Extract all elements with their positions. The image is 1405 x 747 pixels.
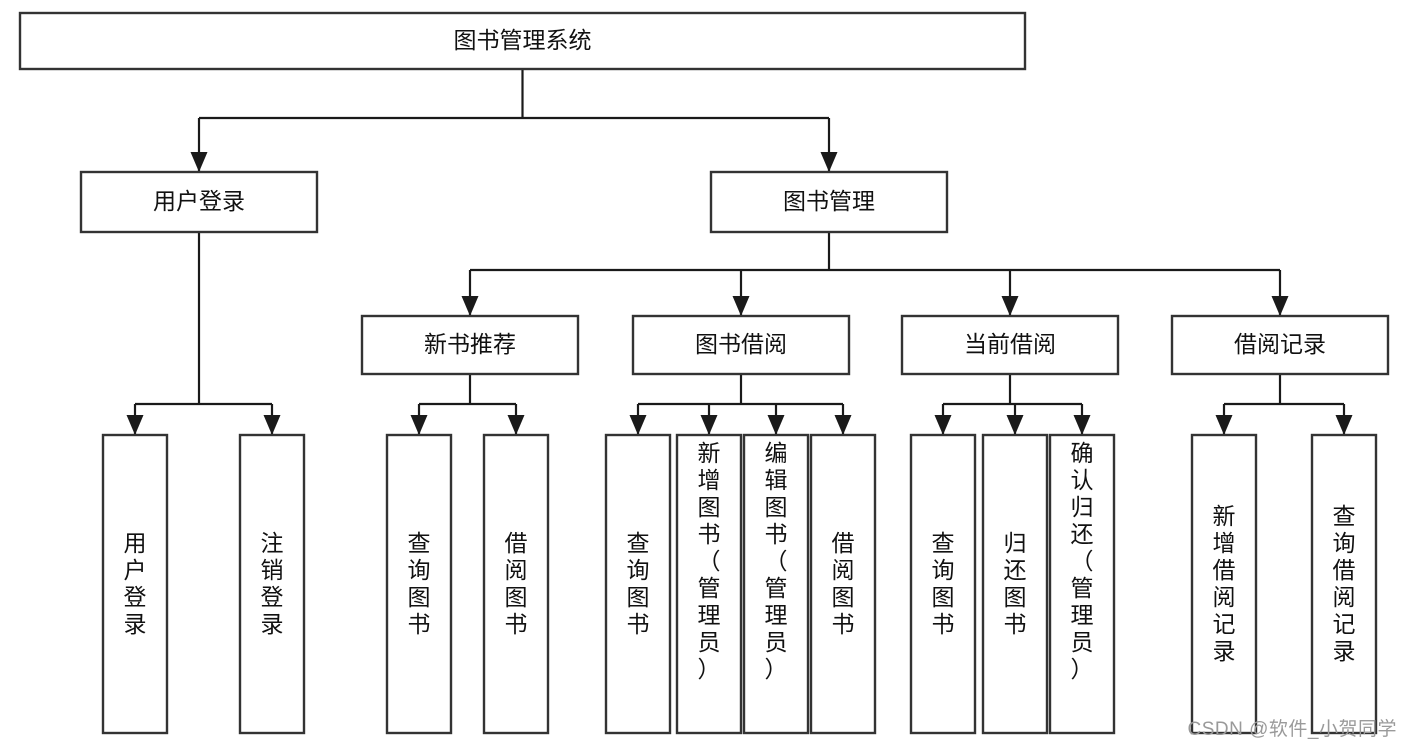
node-label-leaf-user-login: 用户登录 bbox=[124, 530, 147, 637]
arrow-head-icon bbox=[190, 152, 208, 172]
node-box-leaf-edit-book-admin bbox=[742, 433, 810, 735]
node-new-book-recommend[interactable]: 新书推荐 bbox=[360, 314, 580, 376]
node-leaf-return-book[interactable]: 归还图书 bbox=[981, 433, 1049, 735]
arrow-head-icon bbox=[629, 415, 647, 435]
node-leaf-query-book-current[interactable]: 查询图书 bbox=[909, 433, 977, 735]
node-label-leaf-borrow-book-rec: 借阅图书 bbox=[505, 530, 528, 637]
arrow-head-icon bbox=[263, 415, 281, 435]
node-leaf-query-book-borrow[interactable]: 查询图书 bbox=[604, 433, 672, 735]
arrow-head-icon bbox=[507, 415, 525, 435]
node-label-leaf-return-book: 归还图书 bbox=[1004, 530, 1027, 637]
node-current-borrow[interactable]: 当前借阅 bbox=[900, 314, 1120, 376]
node-label-book-borrow: 图书借阅 bbox=[695, 331, 787, 357]
node-box-leaf-add-borrow-record bbox=[1190, 433, 1258, 735]
node-leaf-edit-book-admin[interactable]: 编辑图书（管理员） bbox=[742, 433, 810, 735]
node-box-new-book-recommend bbox=[360, 314, 580, 376]
watermark-text: CSDN @软件_小贺同学 bbox=[1187, 719, 1397, 740]
node-label-leaf-confirm-return-admin: 确认归还（管理员） bbox=[1071, 440, 1094, 682]
node-book-borrow[interactable]: 图书借阅 bbox=[631, 314, 851, 376]
arrow-head-icon bbox=[126, 415, 144, 435]
node-leaf-add-borrow-record[interactable]: 新增借阅记录 bbox=[1190, 433, 1258, 735]
node-label-leaf-add-book-admin: 新增图书（管理员） bbox=[698, 440, 721, 682]
node-label-leaf-query-book-rec: 查询图书 bbox=[408, 530, 431, 637]
node-box-leaf-query-book-borrow bbox=[604, 433, 672, 735]
node-label-leaf-logout: 注销登录 bbox=[261, 530, 284, 637]
node-label-leaf-borrow-book: 借阅图书 bbox=[832, 530, 855, 637]
node-leaf-user-login[interactable]: 用户登录 bbox=[101, 433, 169, 735]
node-box-leaf-user-login bbox=[101, 433, 169, 735]
node-box-leaf-logout bbox=[238, 433, 306, 735]
arrow-head-icon bbox=[410, 415, 428, 435]
arrow-head-icon bbox=[732, 296, 750, 316]
arrow-head-icon bbox=[700, 415, 718, 435]
node-user-login[interactable]: 用户登录 bbox=[79, 170, 319, 234]
node-label-new-book-recommend: 新书推荐 bbox=[424, 331, 516, 357]
node-box-leaf-query-book-current bbox=[909, 433, 977, 735]
node-box-root bbox=[18, 11, 1027, 71]
node-box-leaf-borrow-book bbox=[809, 433, 877, 735]
node-label-leaf-add-borrow-record: 新增借阅记录 bbox=[1213, 503, 1236, 664]
node-box-book-borrow bbox=[631, 314, 851, 376]
arrow-head-icon bbox=[820, 152, 838, 172]
arrow-head-icon bbox=[1006, 415, 1024, 435]
arrow-head-icon bbox=[767, 415, 785, 435]
node-leaf-borrow-book-rec[interactable]: 借阅图书 bbox=[482, 433, 550, 735]
node-label-leaf-query-book-borrow: 查询图书 bbox=[627, 530, 650, 637]
node-label-leaf-query-borrow-record: 查询借阅记录 bbox=[1333, 503, 1356, 664]
arrow-head-icon bbox=[834, 415, 852, 435]
node-label-book-manage: 图书管理 bbox=[783, 188, 875, 214]
node-box-leaf-borrow-book-rec bbox=[482, 433, 550, 735]
connector-layer bbox=[126, 69, 1353, 435]
node-box-leaf-query-book-rec bbox=[385, 433, 453, 735]
node-label-current-borrow: 当前借阅 bbox=[964, 331, 1056, 357]
node-leaf-confirm-return-admin[interactable]: 确认归还（管理员） bbox=[1048, 433, 1116, 735]
node-layer: 图书管理系统用户登录图书管理新书推荐图书借阅当前借阅借阅记录用户登录注销登录查询… bbox=[18, 11, 1390, 735]
arrow-head-icon bbox=[1271, 296, 1289, 316]
arrow-head-icon bbox=[1001, 296, 1019, 316]
node-label-leaf-query-book-current: 查询图书 bbox=[932, 530, 955, 637]
node-box-leaf-query-borrow-record bbox=[1310, 433, 1378, 735]
node-box-leaf-confirm-return-admin bbox=[1048, 433, 1116, 735]
node-box-user-login bbox=[79, 170, 319, 234]
node-box-leaf-return-book bbox=[981, 433, 1049, 735]
node-box-book-manage bbox=[709, 170, 949, 234]
node-box-current-borrow bbox=[900, 314, 1120, 376]
arrow-head-icon bbox=[934, 415, 952, 435]
node-label-leaf-edit-book-admin: 编辑图书（管理员） bbox=[765, 440, 788, 682]
node-box-leaf-add-book-admin bbox=[675, 433, 743, 735]
node-leaf-query-book-rec[interactable]: 查询图书 bbox=[385, 433, 453, 735]
node-book-manage[interactable]: 图书管理 bbox=[709, 170, 949, 234]
node-leaf-add-book-admin[interactable]: 新增图书（管理员） bbox=[675, 433, 743, 735]
node-leaf-borrow-book[interactable]: 借阅图书 bbox=[809, 433, 877, 735]
arrow-head-icon bbox=[1335, 415, 1353, 435]
node-label-root: 图书管理系统 bbox=[454, 27, 592, 53]
node-box-borrow-record bbox=[1170, 314, 1390, 376]
node-label-user-login: 用户登录 bbox=[153, 188, 245, 214]
node-leaf-query-borrow-record[interactable]: 查询借阅记录 bbox=[1310, 433, 1378, 735]
node-label-borrow-record: 借阅记录 bbox=[1234, 331, 1326, 357]
node-leaf-logout[interactable]: 注销登录 bbox=[238, 433, 306, 735]
arrow-head-icon bbox=[1073, 415, 1091, 435]
node-borrow-record[interactable]: 借阅记录 bbox=[1170, 314, 1390, 376]
arrow-head-icon bbox=[461, 296, 479, 316]
arrow-head-icon bbox=[1215, 415, 1233, 435]
node-root[interactable]: 图书管理系统 bbox=[18, 11, 1027, 71]
